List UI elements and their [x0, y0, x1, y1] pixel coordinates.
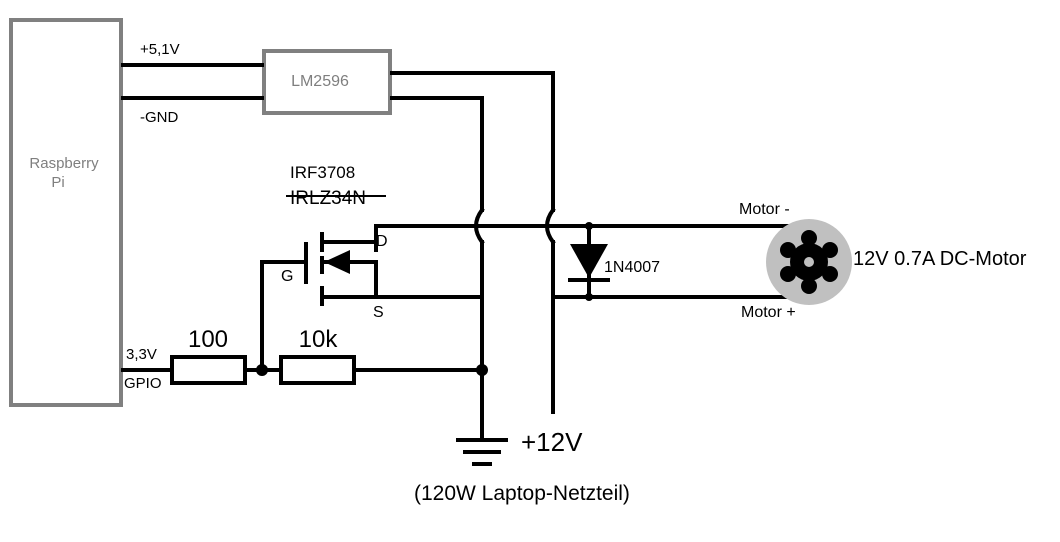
- label-mosfet-old: IRLZ34N: [290, 188, 366, 209]
- raspberry-pi-board: Raspberry Pi: [9, 18, 123, 407]
- flyback-diode: [568, 222, 610, 301]
- label-motor-plus: Motor +: [741, 304, 796, 321]
- label-diode: 1N4007: [604, 259, 660, 276]
- label-gpio-voltage: 3,3V: [126, 346, 157, 363]
- mosfet: [260, 232, 378, 372]
- junction-gnd: [476, 364, 488, 376]
- label-drain: D: [376, 233, 388, 250]
- label-mosfet-new: IRF3708: [290, 163, 355, 182]
- junction-gate: [256, 364, 268, 376]
- label-motor-minus: Motor -: [739, 201, 790, 218]
- label-power-supply: (120W Laptop-Netzteil): [414, 482, 630, 505]
- label-12v: +12V: [521, 427, 583, 457]
- wire-gnd-to-regulator: [390, 96, 484, 212]
- wire-12v-to-regulator: [390, 71, 555, 212]
- ground-symbol: [456, 438, 508, 466]
- wire-source-to-gnd: [374, 260, 484, 299]
- label-5v: +5,1V: [140, 41, 180, 58]
- label-resistor-10k: 10k: [299, 326, 339, 353]
- label-resistor-100: 100: [188, 326, 228, 353]
- label-gnd: -GND: [140, 109, 178, 126]
- label-source: S: [373, 304, 384, 321]
- raspberry-pi-label-line1: Raspberry: [29, 155, 99, 172]
- label-motor: 12V 0.7A DC-Motor: [853, 248, 1027, 270]
- resistor-100: [170, 355, 247, 385]
- dc-motor: [766, 219, 852, 305]
- label-gpio: GPIO: [124, 375, 162, 392]
- label-gate: G: [281, 268, 293, 285]
- lm2596-regulator: LM2596: [262, 49, 392, 115]
- regulator-label: LM2596: [291, 73, 349, 90]
- raspberry-pi-label-line2: Pi: [51, 174, 64, 191]
- resistor-10k: [279, 355, 356, 385]
